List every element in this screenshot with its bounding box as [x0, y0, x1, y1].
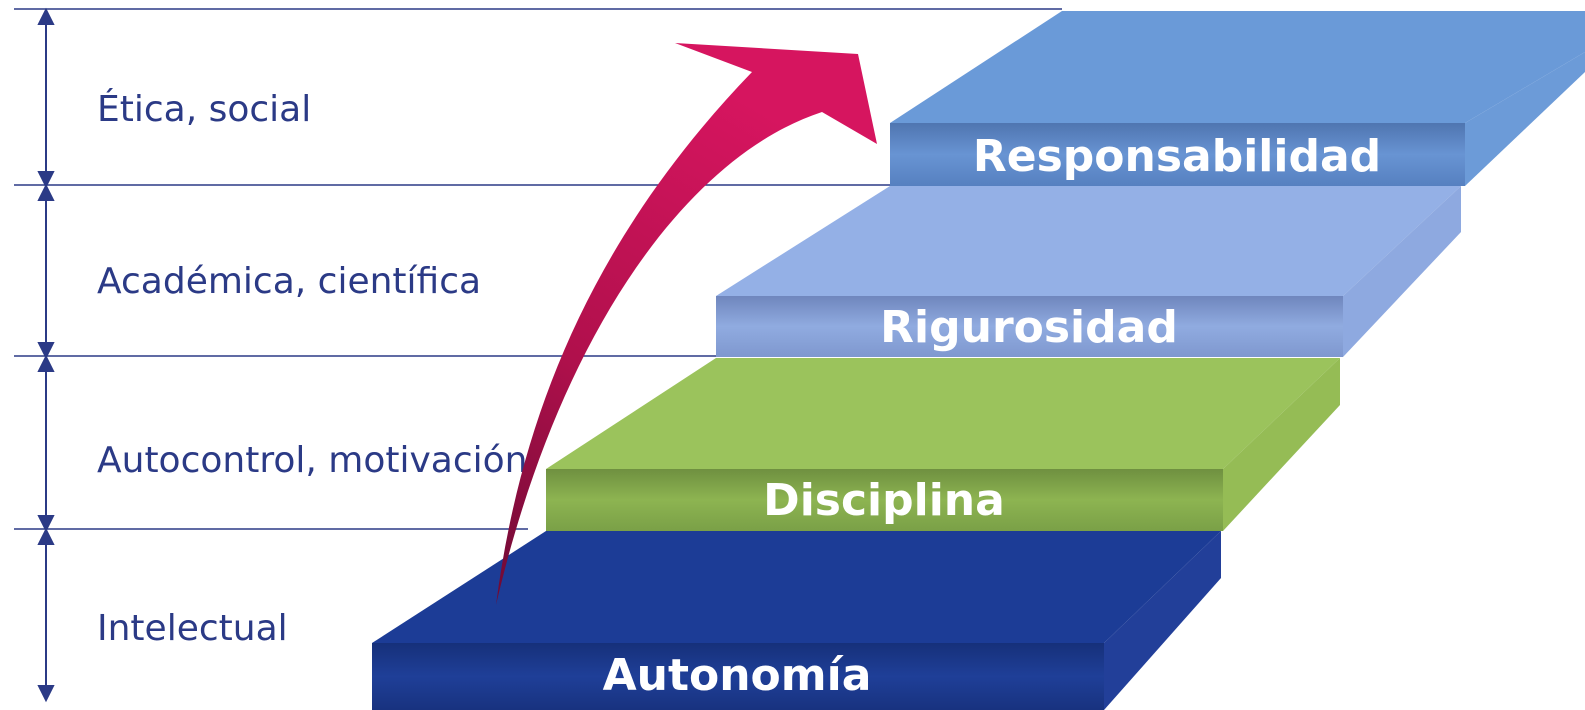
- step-responsabilidad-label: Responsabilidad: [973, 131, 1381, 182]
- level-range-arrows: [37, 7, 55, 703]
- step-disciplina-side: [1223, 358, 1340, 531]
- step-autonomia-side: [1104, 531, 1221, 710]
- step-autonomia: Autonomía: [372, 531, 1221, 710]
- step-responsabilidad-side: [1465, 52, 1585, 186]
- step-responsabilidad-top: [890, 11, 1585, 123]
- step-rigurosidad: Rigurosidad: [716, 186, 1461, 357]
- step-rigurosidad-top: [716, 186, 1461, 296]
- step-autonomia-front: [372, 643, 1104, 710]
- step-autonomia-top: [372, 531, 1221, 643]
- level-label-academica: Académica, científica: [97, 261, 481, 302]
- level-separators: [14, 8, 1062, 530]
- step-disciplina-label: Disciplina: [763, 475, 1005, 526]
- range-arrow-etica: [37, 7, 55, 189]
- step-rigurosidad-side: [1343, 186, 1461, 357]
- step-disciplina: Disciplina: [546, 358, 1340, 531]
- level-label-intelectual: Intelectual: [97, 608, 288, 649]
- progress-arrow: [496, 43, 877, 605]
- range-arrow-autocontrol: [37, 354, 55, 533]
- step-responsabilidad-front: [890, 123, 1465, 186]
- step-disciplina-front: [546, 469, 1223, 531]
- step-disciplina-top: [546, 358, 1340, 469]
- step-rigurosidad-label: Rigurosidad: [880, 302, 1178, 353]
- range-arrow-academica: [37, 183, 55, 360]
- level-label-autocontrol: Autocontrol, motivación: [97, 440, 527, 481]
- step-responsabilidad: Responsabilidad: [890, 11, 1585, 186]
- step-autonomia-label: Autonomía: [603, 650, 872, 701]
- step-rigurosidad-front: [716, 296, 1343, 357]
- range-arrow-intelectual: [37, 527, 55, 703]
- level-label-etica: Ética, social: [97, 88, 311, 130]
